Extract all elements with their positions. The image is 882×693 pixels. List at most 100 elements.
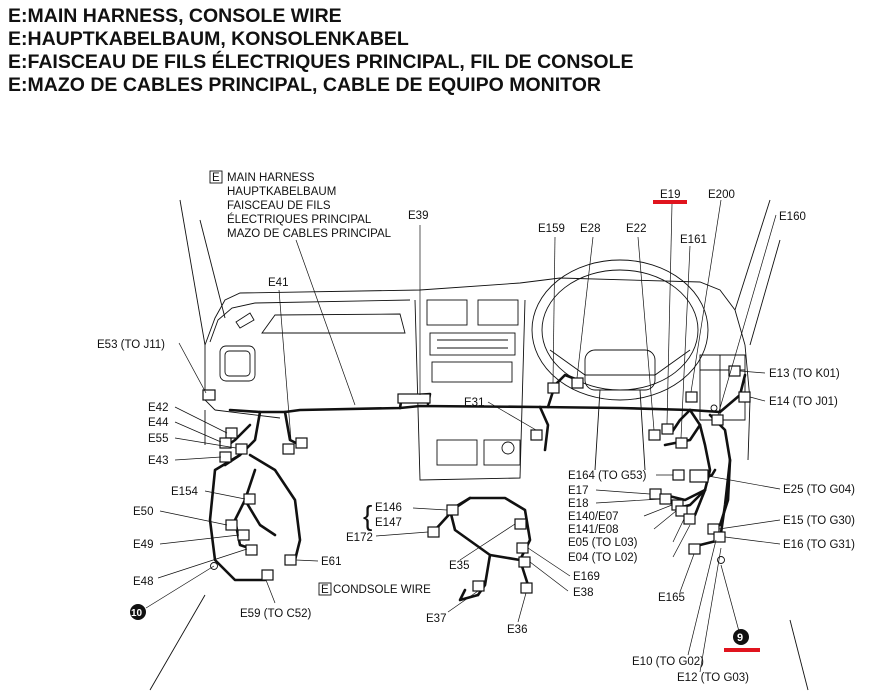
- connector-e154: [243, 493, 256, 505]
- connector-e35: [514, 518, 527, 530]
- label-e140: E140/E07: [568, 511, 619, 523]
- ground-mark-10-text: 10: [131, 608, 143, 619]
- connector-e161: [675, 437, 688, 449]
- label-e19: E19: [660, 189, 680, 201]
- connector-e43: [219, 451, 232, 463]
- label-e200: E200: [708, 189, 735, 201]
- label-e15: E15 (TO G30): [783, 515, 855, 527]
- connector-e14: [738, 391, 751, 403]
- leader-lines: [145, 199, 781, 673]
- label-e22: E22: [626, 223, 646, 235]
- connector-e160: [711, 414, 724, 426]
- label-e53: E53 (TO J11): [97, 339, 165, 351]
- connector-e49: [237, 529, 250, 541]
- label-e172: E172: [346, 532, 373, 544]
- ground-point-9: [717, 556, 725, 564]
- connector-e22: [648, 429, 661, 441]
- label-e161: E161: [680, 234, 707, 246]
- label-e10: E10 (TO G02): [632, 656, 704, 668]
- connector-e146: [446, 504, 459, 516]
- connector-e39: [397, 393, 431, 404]
- label-e35: E35: [449, 560, 469, 572]
- label-e59: E59 (TO C52): [240, 608, 312, 620]
- connector-e17: [649, 488, 662, 500]
- main-harness-box-letter: E: [212, 172, 220, 184]
- label-e147: E147: [375, 517, 402, 529]
- ground-point-10: [210, 562, 218, 570]
- label-e48: E48: [133, 576, 153, 588]
- connector-e55: [235, 443, 248, 455]
- group-brace: {: [363, 500, 372, 531]
- connector-e48: [245, 544, 258, 556]
- label-e12: E12 (TO G03): [677, 672, 749, 684]
- label-e49: E49: [133, 539, 153, 551]
- connector-e172: [427, 526, 440, 538]
- connector-labels: E19 E200 E160 E161 E22 E28 E159 E39 E41 …: [97, 189, 855, 684]
- label-e159: E159: [538, 223, 565, 235]
- highlight-marks: [653, 200, 760, 652]
- label-e154: E154: [171, 486, 198, 498]
- label-e160: E160: [779, 211, 806, 223]
- label-e25: E25 (TO G04): [783, 484, 855, 496]
- connector-e59: [261, 569, 274, 581]
- connector-e50: [225, 519, 238, 531]
- label-e13: E13 (TO K01): [769, 368, 840, 380]
- connector-e169: [516, 542, 529, 554]
- label-e41: E41: [268, 277, 288, 289]
- connector-e18: [659, 493, 672, 505]
- connector-e25: [689, 469, 709, 483]
- label-e18: E18: [568, 498, 588, 510]
- title-german: E:HAUPTKABELBAUM, KONSOLENKABEL: [8, 28, 409, 50]
- connector-e165: [688, 543, 701, 555]
- label-e141: E141/E08: [568, 524, 619, 536]
- ground-mark-10: 10: [130, 604, 146, 620]
- connector-e44: [219, 437, 232, 449]
- label-e17: E17: [568, 485, 588, 497]
- main-harness-callout: E MAIN HARNESS HAUPTKABELBAUM FAISCEAU D…: [209, 170, 392, 240]
- main-harness-line-2: HAUPTKABELBAUM: [227, 186, 336, 198]
- console-wire-callout: E CONDSOLE WIRE: [318, 582, 431, 596]
- label-e31: E31: [464, 397, 484, 409]
- console-wire-box-letter: E: [321, 584, 329, 596]
- label-e04: E04 (TO L02): [568, 552, 638, 564]
- label-e50: E50: [133, 506, 153, 518]
- connector-e200: [685, 391, 698, 403]
- label-e38: E38: [573, 587, 593, 599]
- label-e42: E42: [148, 402, 168, 414]
- ground-mark-9-text: 9: [737, 632, 743, 644]
- title-block: E:MAIN HARNESS, CONSOLE WIRE E:HAUPTKABE…: [8, 5, 634, 97]
- label-e164: E164 (TO G53): [568, 470, 647, 482]
- connectors: [202, 365, 751, 594]
- main-harness-line-4: ÉLECTRIQUES PRINCIPAL: [227, 213, 372, 226]
- label-e169: E169: [573, 571, 600, 583]
- connector-e42: [225, 427, 238, 439]
- main-harness-line-3: FAISCEAU DE FILS: [227, 200, 331, 212]
- label-e146: E146: [375, 502, 402, 514]
- main-harness-line-1: MAIN HARNESS: [227, 172, 315, 184]
- title-french: E:FAISCEAU DE FILS ÉLECTRIQUES PRINCIPAL…: [8, 51, 634, 73]
- label-e55: E55: [148, 433, 168, 445]
- group-e146-e147: { E146 E147: [363, 500, 402, 531]
- title-spanish: E:MAZO DE CABLES PRINCIPAL, CABLE DE EQU…: [8, 74, 601, 96]
- connector-e31: [530, 429, 543, 441]
- connector-e28: [571, 377, 584, 389]
- label-e16: E16 (TO G31): [783, 539, 855, 551]
- connector-e41a: [282, 443, 295, 455]
- label-e05: E05 (TO L03): [568, 537, 638, 549]
- ground-point-center: [710, 404, 718, 412]
- label-e43: E43: [148, 455, 168, 467]
- label-e37: E37: [426, 613, 446, 625]
- connector-e61: [284, 554, 297, 566]
- ground-mark-9: 9: [733, 629, 749, 645]
- connector-e36: [520, 582, 533, 594]
- highlight-underline-ground-9: [724, 648, 760, 652]
- label-e61: E61: [321, 556, 341, 568]
- main-harness-line-5: MAZO DE CABLES PRINCIPAL: [227, 228, 392, 240]
- connector-e53: [202, 389, 216, 401]
- title-english: E:MAIN HARNESS, CONSOLE WIRE: [8, 5, 342, 27]
- label-e28: E28: [580, 223, 600, 235]
- highlight-underline-e19: [653, 200, 687, 204]
- label-e44: E44: [148, 417, 169, 429]
- label-e36: E36: [507, 624, 527, 636]
